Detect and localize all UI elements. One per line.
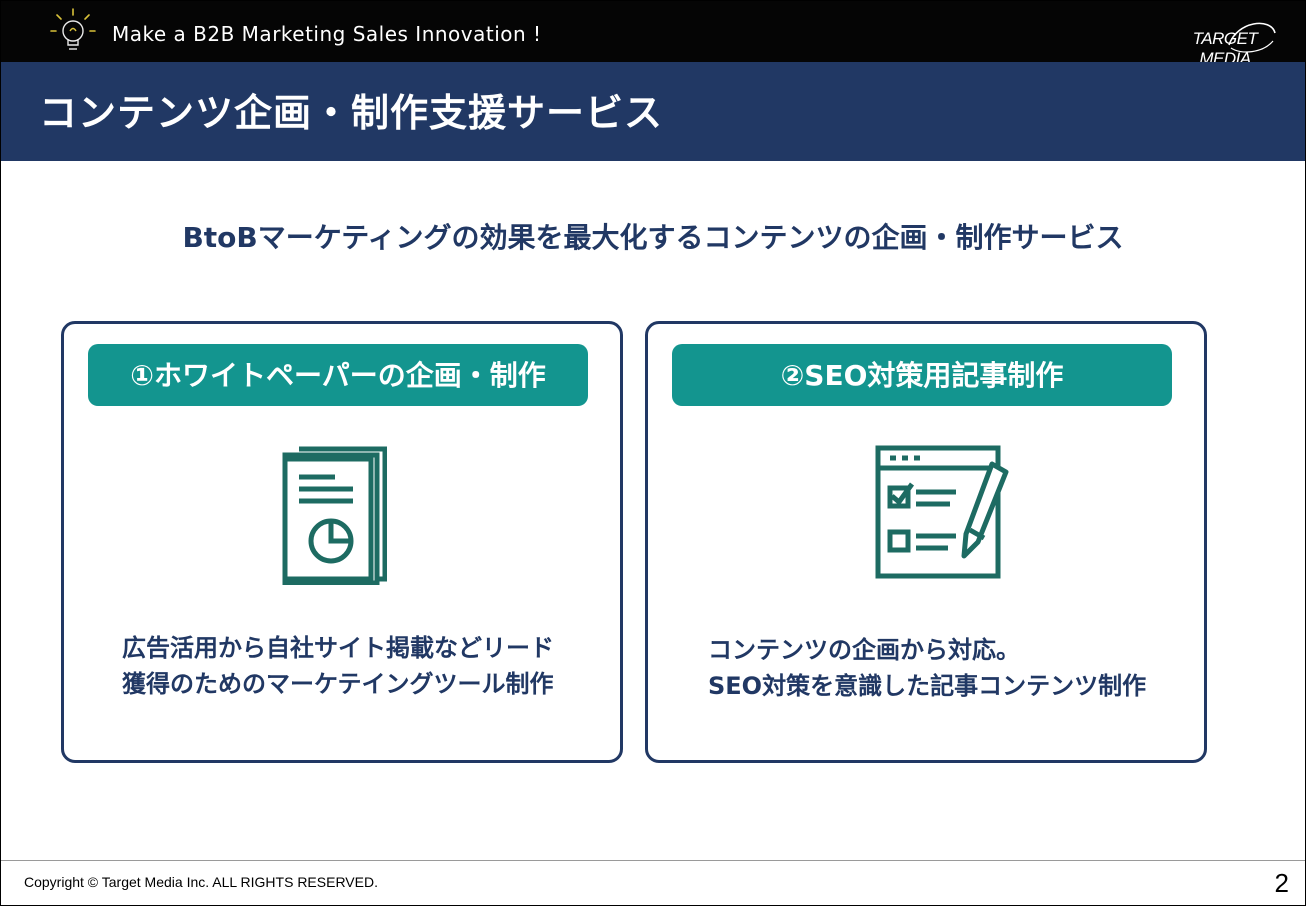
checklist-pen-icon [875,445,1009,579]
card-title: ①ホワイトペーパーの企画・制作 [88,344,588,406]
title-band: コンテンツ企画・制作支援サービス [1,62,1305,161]
tagline: Make a B2B Marketing Sales Innovation ! [112,22,542,46]
page-number: 2 [1274,868,1289,898]
service-card-whitepaper: ①ホワイトペーパーの企画・制作 広告活用から自社サイト掲載などリード 獲得のため… [61,321,623,763]
description-line: コンテンツの企画から対応。 [708,636,1020,664]
page-title: コンテンツ企画・制作支援サービス [39,91,664,135]
description-line: 広告活用から自社サイト掲載などリード [122,634,554,662]
logo-swoosh [1228,22,1276,53]
copyright: Copyright © Target Media Inc. ALL RIGHTS… [24,874,378,890]
footer-divider [1,860,1305,861]
card-description: コンテンツの企画から対応。 SEO対策を意識した記事コンテンツ制作 [708,632,1146,704]
description-line: 獲得のためのマーケテイングツール制作 [122,670,554,698]
document-pie-chart-icon [282,446,387,585]
card-description: 広告活用から自社サイト掲載などリード 獲得のためのマーケテイングツール制作 [122,630,554,702]
lightbulb-icon [50,8,96,50]
service-card-seo-article: ②SEO対策用記事制作 コンテンツの企画から対応。 SEO対策を意識した記事コン… [645,321,1207,763]
target-media-logo: TARGET MEDIA [1167,15,1283,68]
card-title: ②SEO対策用記事制作 [672,344,1172,406]
top-bar: Make a B2B Marketing Sales Innovation ! … [1,1,1305,68]
description-line: SEO対策を意識した記事コンテンツ制作 [708,672,1147,700]
page-subtitle: BtoBマーケティングの効果を最大化するコンテンツの企画・制作サービス [182,221,1124,254]
